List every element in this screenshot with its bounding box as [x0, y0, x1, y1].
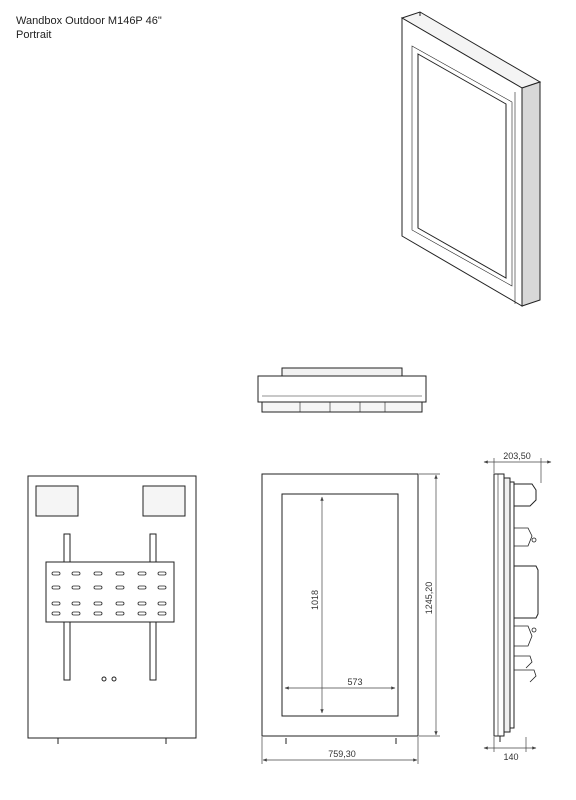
label-inner-height: 1018	[310, 590, 320, 610]
front-view	[261, 473, 419, 744]
dimension-depth-bottom	[483, 737, 537, 752]
title-line-2: Portrait	[16, 29, 52, 41]
dimension-outer-height	[419, 473, 440, 737]
label-inner-width: 573	[347, 677, 362, 687]
side-view	[493, 473, 539, 742]
label-outer-height: 1245,20	[424, 582, 434, 615]
top-view	[257, 367, 427, 413]
isometric-view	[400, 11, 542, 307]
back-view	[27, 475, 197, 744]
mounting-slots	[51, 571, 167, 616]
dimension-depth-top	[483, 458, 552, 483]
drawing-title: Wandbox Outdoor M146P 46" Portrait	[16, 14, 162, 42]
title-line-1: Wandbox Outdoor M146P 46"	[16, 15, 162, 27]
dimension-outer-width	[261, 737, 419, 764]
label-depth-top: 203,50	[503, 451, 531, 461]
label-outer-width: 759,30	[328, 749, 356, 759]
label-depth-bottom: 140	[503, 752, 518, 762]
